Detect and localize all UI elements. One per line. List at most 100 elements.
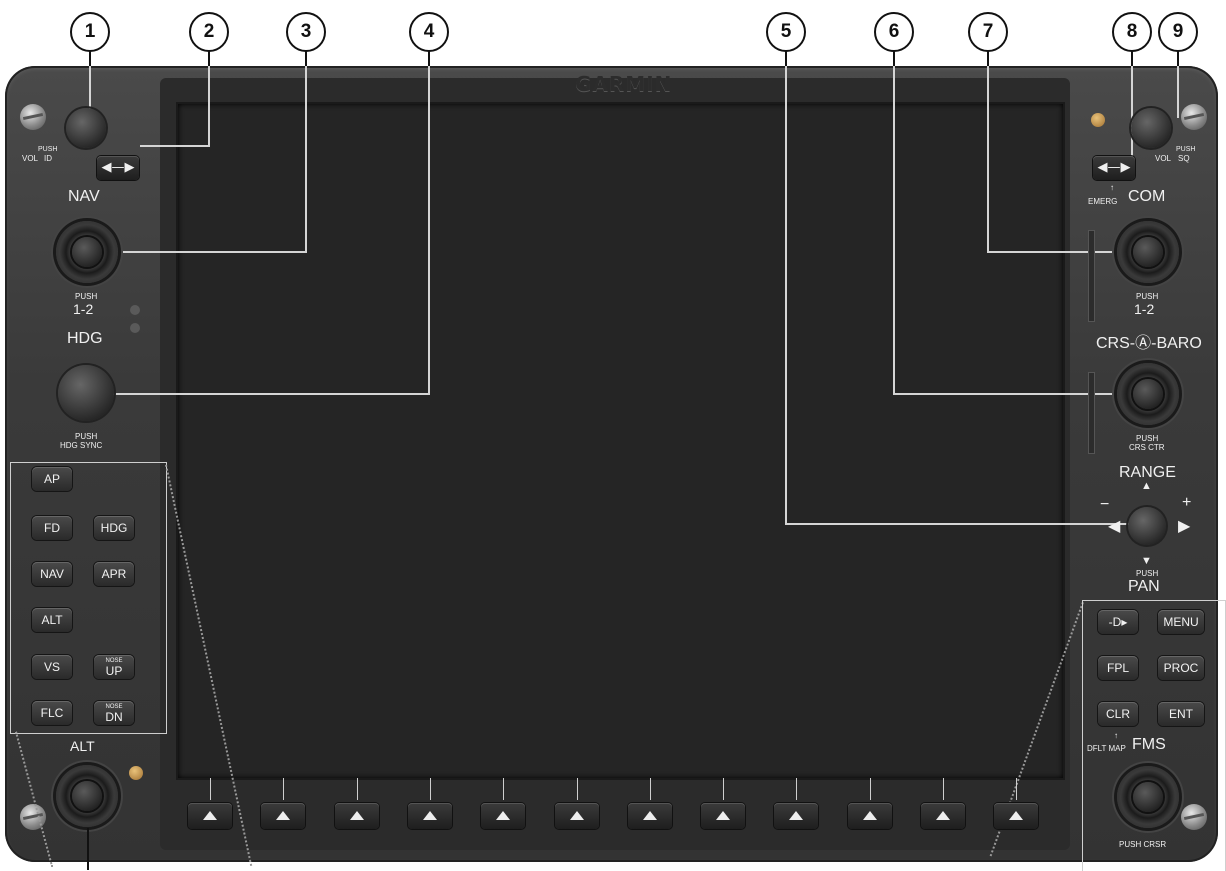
nav-label: NAV — [68, 188, 100, 206]
callout-1: 1 — [70, 12, 110, 52]
range-joystick[interactable] — [1128, 507, 1166, 545]
nav-frequency-knob[interactable] — [56, 221, 118, 283]
autopilot-keys-group — [10, 462, 167, 734]
softkey-arrow-icon — [570, 811, 584, 820]
hdg-key[interactable]: HDG — [94, 516, 134, 540]
crs-side-bar — [1088, 372, 1095, 454]
softkey-tick — [503, 778, 504, 800]
softkey-arrow-icon — [643, 811, 657, 820]
callout-3: 3 — [286, 12, 326, 52]
leader-6-top — [893, 50, 895, 66]
fms-knob[interactable] — [1117, 766, 1179, 828]
callout-4: 4 — [409, 12, 449, 52]
nose-dn-key[interactable]: NOSE DN — [94, 701, 134, 725]
softkey-tick — [357, 778, 358, 800]
leader-7-top — [987, 50, 989, 66]
com-vol-label: VOL — [1155, 154, 1171, 163]
softkey-arrow-icon — [789, 811, 803, 820]
softkey-11[interactable] — [921, 803, 965, 829]
leader-7-v — [987, 66, 989, 252]
crs-knob-ctr: CRS CTR — [1129, 443, 1165, 452]
softkey-tick — [870, 778, 871, 800]
left-photocell — [129, 766, 143, 780]
com-side-bar — [1088, 230, 1095, 322]
softkey-5[interactable] — [481, 803, 525, 829]
apr-key[interactable]: APR — [94, 562, 134, 586]
softkey-8[interactable] — [701, 803, 745, 829]
ap-key[interactable]: AP — [32, 467, 72, 491]
nose-up-text: UP — [94, 665, 134, 677]
softkey-7[interactable] — [628, 803, 672, 829]
com-volume-knob[interactable] — [1131, 108, 1171, 148]
leader-4-h — [86, 393, 430, 395]
emerg-label: EMERG — [1088, 197, 1117, 206]
nose-dn-text: DN — [94, 711, 134, 723]
hdg-knob-sync: HDG SYNC — [60, 441, 102, 450]
leader-2-h — [140, 145, 210, 147]
hdg-label: HDG — [67, 330, 103, 348]
pan-push-label: PUSH — [1136, 569, 1158, 578]
screw-top-right — [1181, 104, 1207, 130]
softkey-tick — [1016, 778, 1017, 800]
nav-volume-knob[interactable] — [66, 108, 106, 148]
callout-6: 6 — [874, 12, 914, 52]
menu-key[interactable]: MENU — [1158, 610, 1204, 634]
softkey-3[interactable] — [335, 803, 379, 829]
ent-key[interactable]: ENT — [1158, 702, 1204, 726]
fpl-key[interactable]: FPL — [1098, 656, 1138, 680]
softkey-2[interactable] — [261, 803, 305, 829]
leader-9-top — [1177, 50, 1179, 66]
pan-right-arrow-icon: ▶ — [1178, 516, 1190, 536]
nose-up-key[interactable]: NOSE UP — [94, 655, 134, 679]
callout-7: 7 — [968, 12, 1008, 52]
direct-to-key[interactable]: -D▸ — [1098, 610, 1138, 634]
softkey-4[interactable] — [408, 803, 452, 829]
com-vol-sq: SQ — [1178, 154, 1190, 163]
softkey-12[interactable] — [994, 803, 1038, 829]
screw-bottom-right — [1181, 804, 1207, 830]
crs-baro-knob[interactable] — [1117, 363, 1179, 425]
alt-key[interactable]: ALT — [32, 608, 72, 632]
callout-5: 5 — [766, 12, 806, 52]
softkey-arrow-icon — [276, 811, 290, 820]
softkey-arrow-icon — [350, 811, 364, 820]
proc-key[interactable]: PROC — [1158, 656, 1204, 680]
softkey-tick — [650, 778, 651, 800]
pan-down-arrow-icon: ▼ — [1141, 555, 1152, 567]
softkey-6[interactable] — [555, 803, 599, 829]
altitude-knob[interactable] — [56, 765, 118, 827]
crs-baro-label: CRS-Ⓐ-BARO — [1096, 329, 1202, 353]
screw-top-left — [20, 104, 46, 130]
leader-4-top — [428, 50, 430, 66]
softkey-1[interactable] — [188, 803, 232, 829]
leader-1 — [89, 66, 91, 112]
com-frequency-knob[interactable] — [1117, 221, 1179, 283]
leader-5-h — [785, 523, 1152, 525]
softkey-10[interactable] — [848, 803, 892, 829]
nav-knob-12: 1-2 — [73, 301, 93, 317]
nav-key[interactable]: NAV — [32, 562, 72, 586]
leader-1-top — [89, 50, 91, 66]
softkey-tick — [577, 778, 578, 800]
flc-key[interactable]: FLC — [32, 701, 72, 725]
fd-key[interactable]: FD — [32, 516, 72, 540]
softkey-arrow-icon — [716, 811, 730, 820]
range-minus: − — [1100, 496, 1109, 514]
softkey-9[interactable] — [774, 803, 818, 829]
leader-3-h — [88, 251, 307, 253]
softkey-arrow-icon — [496, 811, 510, 820]
nav-frequency-transfer-key[interactable]: ◀—▶ — [97, 156, 139, 180]
hdg-knob-push: PUSH — [75, 432, 97, 441]
heading-knob[interactable] — [58, 365, 114, 421]
push-crsr-label: PUSH CRSR — [1119, 840, 1166, 849]
clr-key[interactable]: CLR — [1098, 702, 1138, 726]
range-plus: + — [1182, 494, 1191, 512]
vs-key[interactable]: VS — [32, 655, 72, 679]
leader-5-top — [785, 50, 787, 66]
softkey-arrow-icon — [423, 811, 437, 820]
softkey-tick — [796, 778, 797, 800]
softkey-arrow-icon — [1009, 811, 1023, 820]
com-frequency-transfer-key[interactable]: ◀—▶ — [1093, 156, 1135, 180]
com-knob-12: 1-2 — [1134, 301, 1154, 317]
indicator-dot-1 — [130, 305, 140, 315]
